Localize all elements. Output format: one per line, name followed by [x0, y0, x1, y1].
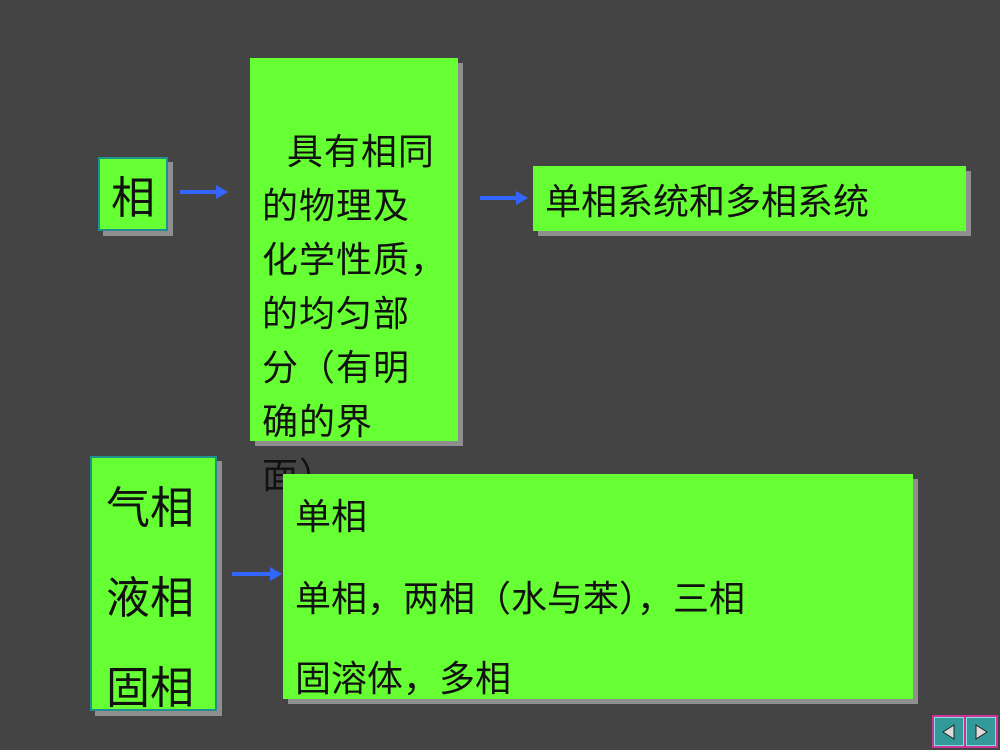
example-liquid: 单相，两相（水与苯），三相 — [295, 579, 746, 620]
examples-box: 单相 单相，两相（水与苯），三相 固溶体，多相 — [283, 474, 913, 700]
next-slide-button[interactable] — [966, 717, 996, 746]
system-box: 单相系统和多相系统 — [533, 166, 966, 231]
states-box: 气相 液相 固相 — [90, 456, 217, 714]
state-liquid: 液相 — [106, 573, 194, 624]
example-gas: 单相 — [295, 497, 368, 538]
example-solid: 固溶体，多相 — [295, 659, 512, 700]
arrow-definition-to-system — [480, 191, 528, 205]
prev-slide-button[interactable] — [934, 717, 964, 746]
definition-text: 具有相同 的物理及 化学性质， 的均匀部 分（有明 确的界 面） — [262, 132, 448, 497]
slide-nav — [932, 715, 998, 748]
triangle-right-icon — [975, 723, 988, 740]
arrow-states-to-examples — [232, 567, 282, 581]
arrow-phase-to-definition — [180, 185, 228, 199]
state-gas: 气相 — [106, 483, 194, 534]
triangle-left-icon — [942, 723, 955, 740]
system-label: 单相系统和多相系统 — [545, 181, 870, 223]
phase-box: 相 — [98, 157, 168, 231]
state-solid: 固相 — [106, 663, 194, 714]
definition-box: 具有相同 的物理及 化学性质， 的均匀部 分（有明 确的界 面） — [250, 58, 458, 497]
phase-label: 相 — [111, 173, 155, 224]
